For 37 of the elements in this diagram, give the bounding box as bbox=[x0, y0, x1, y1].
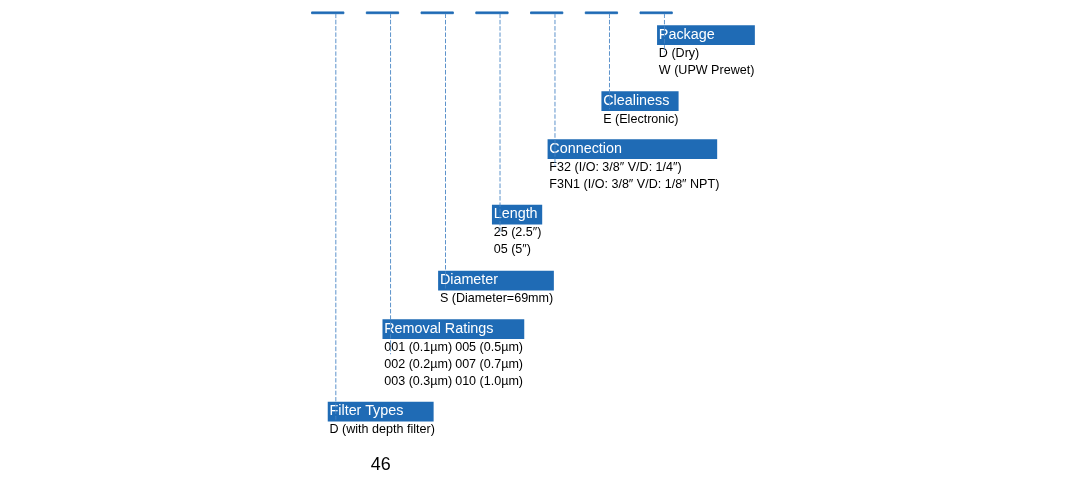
node-bar bbox=[584, 11, 619, 15]
node-bar bbox=[311, 11, 345, 15]
connector bbox=[664, 13, 665, 53]
node-label: W (UPW Prewet) bbox=[658, 63, 755, 77]
connector bbox=[554, 13, 556, 167]
node-box: Removal Ratings bbox=[382, 319, 525, 339]
node-label: 003 (0.3µm) bbox=[384, 373, 453, 388]
node-box: Diameter bbox=[438, 270, 554, 291]
node-label: 007 (0.7µm) bbox=[455, 356, 524, 371]
connector bbox=[335, 13, 337, 421]
node-label: 001 (0.1µm) bbox=[384, 339, 453, 354]
node-bar bbox=[420, 11, 454, 15]
node-box: Clealiness bbox=[601, 91, 679, 112]
node-label: D (with depth filter) bbox=[329, 422, 435, 437]
node-label: E (Electronic) bbox=[603, 111, 679, 126]
node-label: F32 (I/O: 3/8″ V/D: 1/4″) bbox=[549, 159, 682, 174]
node-label: S (Diameter=69mm) bbox=[439, 291, 554, 306]
node-bar bbox=[365, 11, 400, 15]
label: 46 bbox=[370, 454, 391, 475]
node-label: D (Dry) bbox=[658, 45, 700, 60]
node-label: 05 (5″) bbox=[493, 242, 531, 257]
node-box: Package bbox=[657, 25, 755, 46]
connector bbox=[499, 13, 501, 233]
node-label: 005 (0.5µm) bbox=[455, 339, 524, 354]
node-box: Filter Types bbox=[327, 401, 434, 422]
node-label: 002 (0.2µm) bbox=[384, 356, 453, 371]
node-label: F3N1 (I/O: 3/8″ V/D: 1/8″ NPT) bbox=[549, 176, 720, 191]
node-label: 25 (2.5″) bbox=[493, 225, 542, 240]
node-box: Connection bbox=[547, 139, 718, 160]
node-box: Length bbox=[491, 204, 543, 225]
node-bar bbox=[475, 11, 509, 15]
connector bbox=[609, 13, 610, 110]
node-bar bbox=[530, 11, 564, 15]
connector bbox=[445, 13, 446, 290]
node-label: 010 (1.0µm) bbox=[455, 373, 524, 388]
node-bar bbox=[639, 11, 673, 15]
connector bbox=[390, 13, 391, 355]
